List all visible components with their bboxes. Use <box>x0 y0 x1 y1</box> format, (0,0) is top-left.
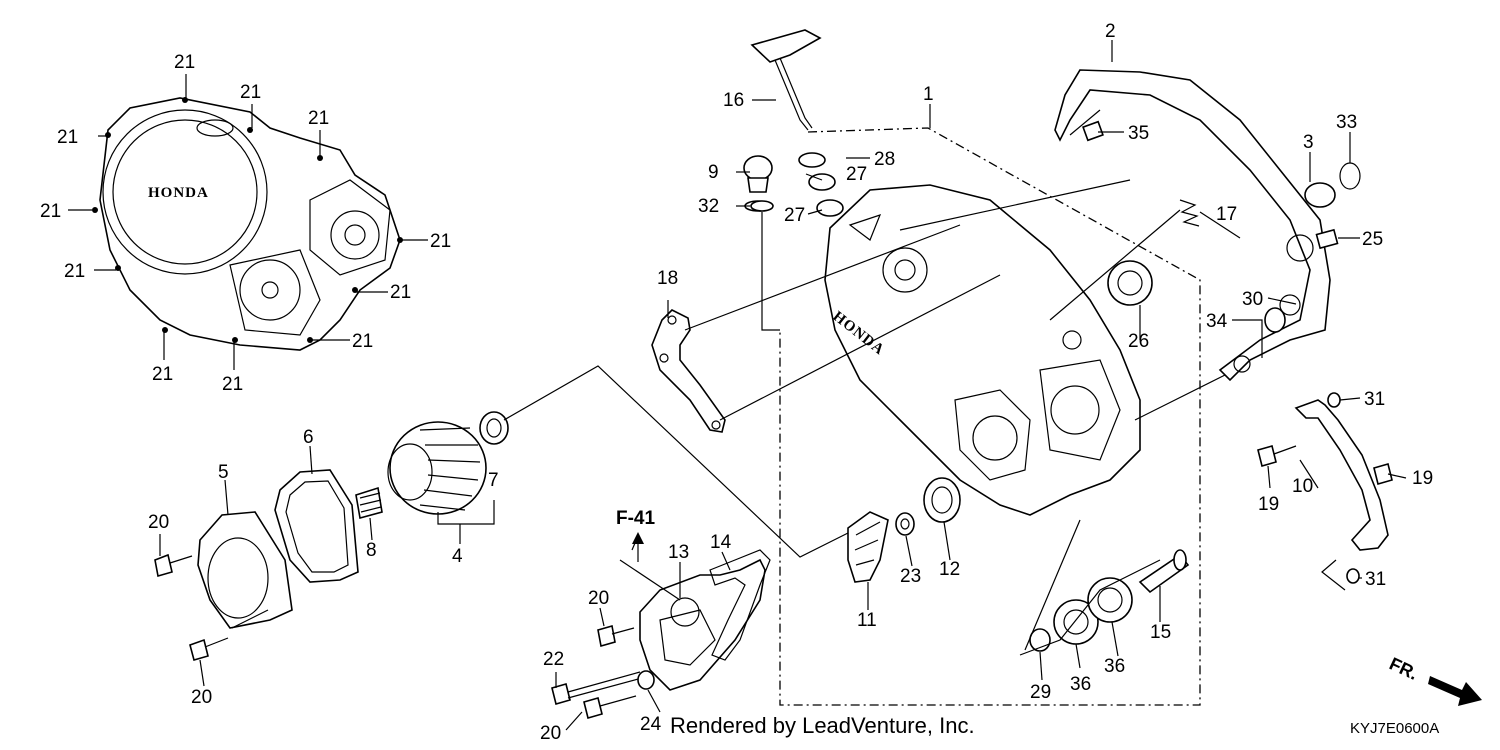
callout-12: 12 <box>939 559 960 580</box>
callout-2: 2 <box>1105 21 1116 42</box>
callout-10: 10 <box>1292 476 1313 497</box>
callout-20-c: 20 <box>588 588 609 609</box>
dowel-pin-3 <box>1304 182 1336 208</box>
callout-29: 29 <box>1030 682 1051 703</box>
callout-27-a: 27 <box>846 164 867 185</box>
callout-labels: 1 2 3 4 5 6 7 8 9 10 11 12 13 14 15 16 1… <box>40 21 1433 744</box>
callout-6: 6 <box>303 427 314 448</box>
oil-filter <box>387 421 487 515</box>
callout-7: 7 <box>488 470 499 491</box>
callout-22: 22 <box>543 649 564 670</box>
water-pump-cover <box>639 558 766 691</box>
oil-seal-stack <box>798 152 844 217</box>
callout-26: 26 <box>1128 331 1149 352</box>
callout-36-a: 36 <box>1070 674 1091 695</box>
callout-1: 1 <box>923 84 934 105</box>
callout-31-b: 31 <box>1365 569 1386 590</box>
callout-27-b: 27 <box>784 205 805 226</box>
callout-21-i: 21 <box>352 331 373 352</box>
callout-21-b: 21 <box>240 82 261 103</box>
callout-20-d: 20 <box>540 723 561 744</box>
callout-32: 32 <box>698 196 719 217</box>
callout-21-d: 21 <box>57 127 78 148</box>
pipe-bolt-19-b <box>1373 463 1393 485</box>
water-pump-shaft <box>1138 549 1190 594</box>
callout-31-a: 31 <box>1364 389 1385 410</box>
dowel-pin-25 <box>1315 228 1339 250</box>
callout-9: 9 <box>708 162 719 183</box>
dowel-pin-34 <box>1264 307 1286 333</box>
reinforcement-bracket <box>651 309 726 433</box>
water-pump-o-ring <box>709 549 771 661</box>
callout-36-b: 36 <box>1104 656 1125 677</box>
callout-21-j: 21 <box>390 282 411 303</box>
callout-11: 11 <box>857 610 877 631</box>
water-pump-impeller <box>847 511 889 583</box>
callout-20-b: 20 <box>191 687 212 708</box>
callout-21-e: 21 <box>40 201 61 222</box>
diagram-code: KYJ7E0600A <box>1350 720 1439 737</box>
sealing-washer-31-a <box>1327 392 1341 408</box>
reference-f41: F-41 <box>616 508 656 562</box>
callout-30: 30 <box>1242 289 1263 310</box>
callout-18: 18 <box>657 268 678 289</box>
pipe-bolt-19-a <box>1257 445 1297 467</box>
callout-15: 15 <box>1150 622 1171 643</box>
o-ring-33 <box>1339 162 1361 190</box>
callout-20-a: 20 <box>148 512 169 533</box>
callout-21-c: 21 <box>308 108 329 129</box>
callout-33: 33 <box>1336 112 1357 133</box>
callout-23: 23 <box>900 566 921 587</box>
callout-21-a: 21 <box>174 52 195 73</box>
callout-28: 28 <box>874 149 895 170</box>
bolt-20-c <box>597 624 635 648</box>
reference-label: F-41 <box>616 508 656 529</box>
callout-13: 13 <box>668 542 689 563</box>
bolt-20-a <box>154 553 193 578</box>
long-bolt-22 <box>551 671 643 705</box>
bearing-36-b <box>1087 577 1133 623</box>
cover-gasket <box>1054 69 1331 382</box>
callout-21-k: 21 <box>430 231 451 252</box>
callout-5: 5 <box>218 462 229 483</box>
dipstick-rod <box>750 29 822 131</box>
callout-8: 8 <box>366 540 377 561</box>
spring-clip <box>1179 199 1200 227</box>
front-direction-arrow-icon: FR. <box>1386 653 1482 706</box>
callout-34: 34 <box>1206 311 1228 332</box>
callout-19-a: 19 <box>1258 494 1279 515</box>
callout-21-g: 21 <box>152 364 173 385</box>
washer-24 <box>637 670 655 690</box>
assembly-guide-lines <box>231 109 1346 706</box>
right-crankcase-cover: HONDA <box>824 184 1141 516</box>
callout-24: 24 <box>640 714 662 735</box>
water-seal-12 <box>923 477 961 523</box>
callout-14: 14 <box>710 532 732 553</box>
oil-pipe <box>1294 399 1389 551</box>
filter-spring <box>355 486 383 520</box>
sealing-washer-32 <box>750 200 774 212</box>
callout-16: 16 <box>723 90 744 111</box>
oil-filter-o-ring <box>479 411 509 445</box>
render-credit: Rendered by LeadVenture, Inc. <box>670 713 975 738</box>
oil-filter-cover <box>197 511 293 629</box>
cover-brand-logo: HONDA <box>148 185 209 201</box>
callout-25: 25 <box>1362 229 1383 250</box>
callout-3: 3 <box>1303 132 1314 153</box>
callout-17: 17 <box>1216 204 1237 225</box>
sealing-washer-31-b <box>1346 568 1360 584</box>
callout-21-h: 21 <box>222 374 243 395</box>
outer-clutch-cover: HONDA <box>92 97 403 351</box>
callout-19-b: 19 <box>1412 468 1433 489</box>
washer-23 <box>895 512 915 536</box>
bolt-20-b <box>189 637 229 661</box>
crank-bearing <box>1107 260 1153 306</box>
callout-35: 35 <box>1128 123 1149 144</box>
callout-4: 4 <box>452 546 463 567</box>
front-direction-label: FR. <box>1386 653 1421 683</box>
callout-21-f: 21 <box>64 261 85 282</box>
filter-gasket <box>274 469 359 583</box>
bolt-20-d <box>583 695 637 719</box>
